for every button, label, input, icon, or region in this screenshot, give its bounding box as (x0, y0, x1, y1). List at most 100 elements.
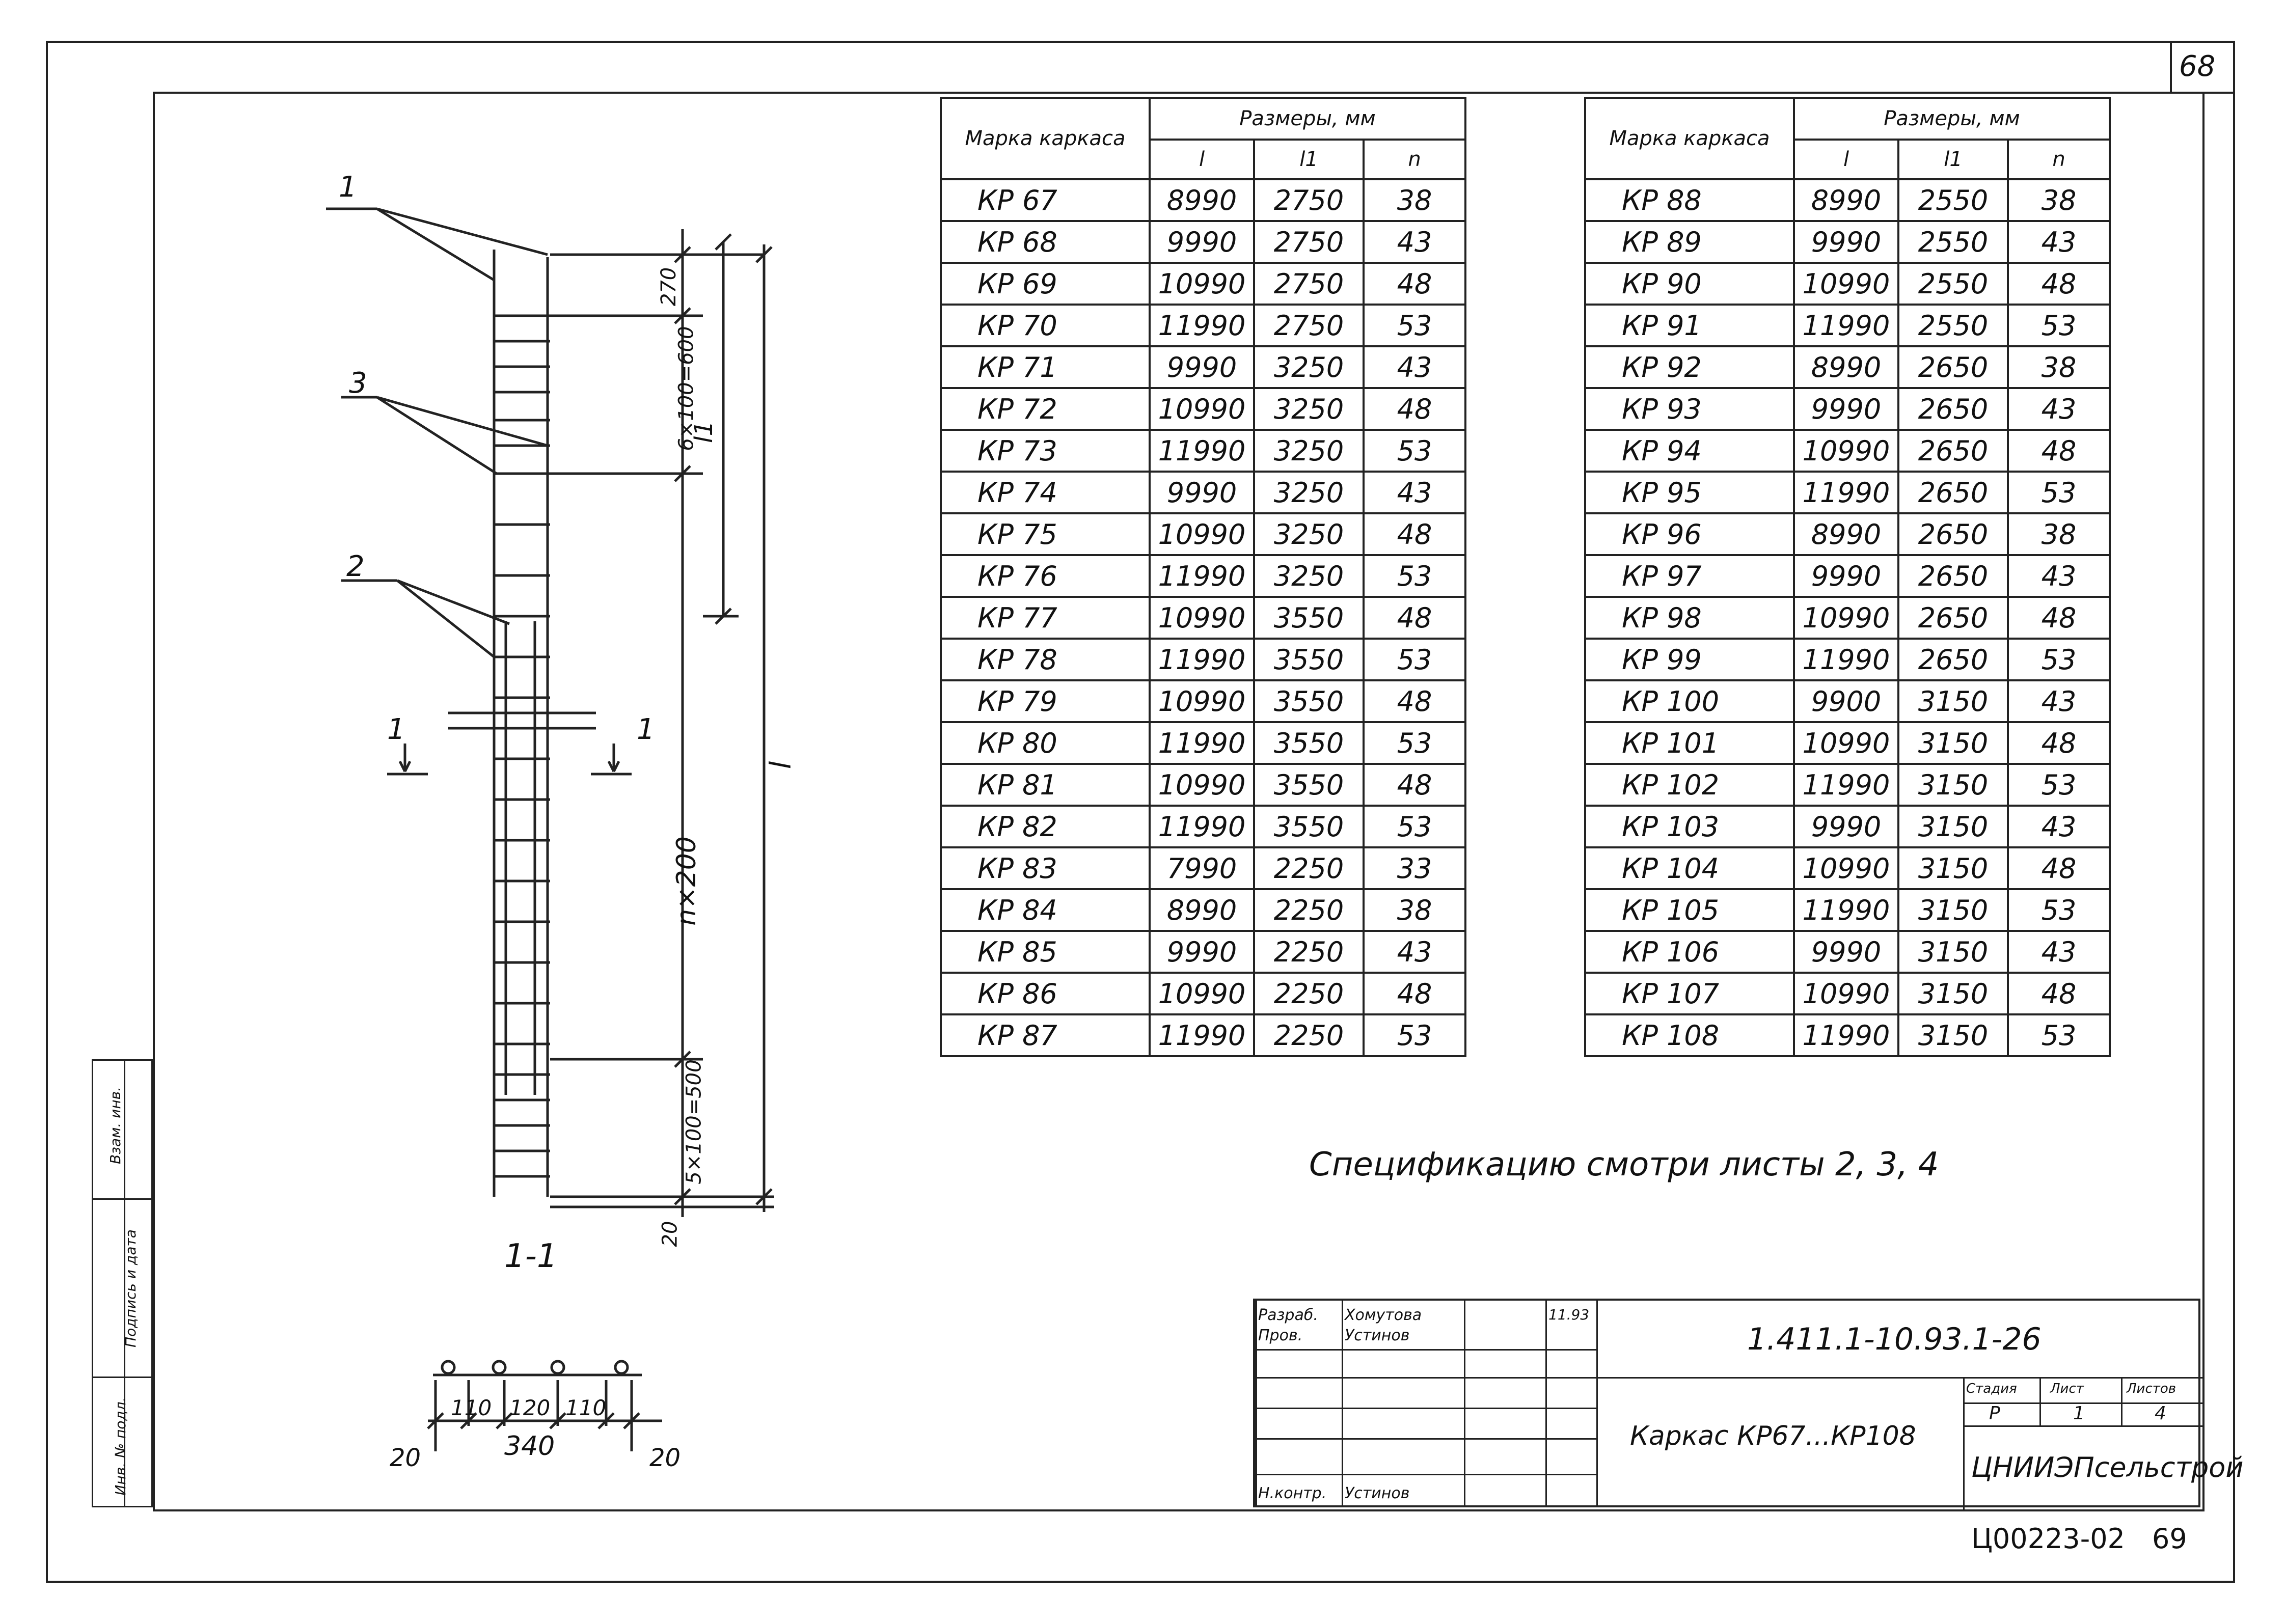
cell-n: 53 (1363, 721, 1466, 765)
cell-l1: 3250 (1253, 345, 1365, 389)
cell-n: 48 (1363, 972, 1466, 1015)
date: 11.93 (1548, 1306, 1590, 1323)
cell-l: 10990 (1793, 721, 1899, 765)
cell-mark: КР 108 (1584, 1013, 1795, 1057)
cell-l1: 3550 (1253, 638, 1365, 681)
cell-l1: 3250 (1253, 471, 1365, 514)
table-right-header-mark: Марка каркаса (1584, 97, 1795, 180)
dim-110-b: 110 (565, 1395, 607, 1420)
cell-l1: 3550 (1253, 721, 1365, 765)
table-left-header-sizes: Размеры, мм (1149, 97, 1466, 141)
cell-l: 11990 (1149, 638, 1255, 681)
cell-n: 53 (2007, 763, 2111, 807)
cell-l: 9990 (1149, 471, 1255, 514)
side-stamp-vzam: Взам. инв. (107, 1086, 124, 1165)
cell-l1: 3150 (1897, 888, 2009, 932)
cell-mark: КР 89 (1584, 220, 1795, 264)
cell-n: 38 (2007, 345, 2111, 389)
cell-mark: КР 77 (940, 596, 1151, 640)
cell-l1: 3150 (1897, 846, 2009, 890)
name-checked: Устинов (1345, 1327, 1410, 1344)
cell-n: 38 (1363, 888, 1466, 932)
cell-l: 10990 (1793, 846, 1899, 890)
side-stamp (92, 1059, 153, 1507)
cell-mark: КР 99 (1584, 638, 1795, 681)
sheet-number: 68 (2179, 50, 2216, 83)
cell-l: 9990 (1149, 220, 1255, 264)
cell-mark: КР 74 (940, 471, 1151, 514)
cell-mark: КР 79 (940, 679, 1151, 723)
cell-mark: КР 107 (1584, 972, 1795, 1015)
cell-l1: 3150 (1897, 679, 2009, 723)
cell-mark: КР 101 (1584, 721, 1795, 765)
title-block (1253, 1299, 2202, 1509)
cell-n: 48 (1363, 679, 1466, 723)
cell-l: 10990 (1793, 596, 1899, 640)
cell-l1: 2750 (1253, 262, 1365, 306)
organization: ЦНИИЭПсельстрой (1971, 1451, 2244, 1483)
callout-2: 2 (346, 550, 365, 583)
cell-l: 11990 (1149, 429, 1255, 473)
cell-l: 11990 (1793, 638, 1899, 681)
cell-l: 9990 (1793, 554, 1899, 598)
cell-mark: КР 98 (1584, 596, 1795, 640)
cell-n: 48 (1363, 596, 1466, 640)
cell-l1: 2650 (1897, 387, 2009, 431)
cell-l1: 3550 (1253, 763, 1365, 807)
cell-mark: КР 90 (1584, 262, 1795, 306)
cell-mark: КР 84 (940, 888, 1151, 932)
sheet-value: 1 (2073, 1403, 2085, 1424)
cell-mark: КР 104 (1584, 846, 1795, 890)
dim-120: 120 (509, 1395, 551, 1420)
cell-mark: КР 106 (1584, 930, 1795, 974)
table-right-col-l1: l1 (1897, 139, 2009, 180)
cell-l: 11990 (1793, 763, 1899, 807)
cell-n: 48 (1363, 763, 1466, 807)
cell-n: 53 (2007, 638, 2111, 681)
cell-l1: 3150 (1897, 930, 2009, 974)
cell-l1: 3250 (1253, 512, 1365, 556)
cell-n: 48 (2007, 262, 2111, 306)
cell-n: 38 (2007, 178, 2111, 222)
cell-l: 10990 (1149, 596, 1255, 640)
cell-l1: 2250 (1253, 846, 1365, 890)
cell-l: 11990 (1793, 304, 1899, 347)
cell-l: 10990 (1149, 262, 1255, 306)
dim-340: 340 (504, 1431, 555, 1462)
cell-l: 9900 (1793, 679, 1899, 723)
cell-l1: 2650 (1897, 345, 2009, 389)
cell-l: 9990 (1793, 930, 1899, 974)
cell-l1: 3250 (1253, 429, 1365, 473)
dim-20-left: 20 (390, 1444, 421, 1472)
cell-l: 11990 (1149, 304, 1255, 347)
table-right-col-n: n (2007, 139, 2111, 180)
cell-mark: КР 94 (1584, 429, 1795, 473)
drawing-title: Каркас КР67...КР108 (1630, 1421, 1916, 1451)
cage-drawing (326, 207, 774, 1451)
cell-l1: 2250 (1253, 930, 1365, 974)
cell-l: 8990 (1793, 345, 1899, 389)
cell-mark: КР 81 (940, 763, 1151, 807)
cell-n: 53 (1363, 1013, 1466, 1057)
cell-n: 43 (2007, 679, 2111, 723)
role-checked: Пров. (1258, 1327, 1303, 1344)
cell-n: 38 (1363, 178, 1466, 222)
cell-mark: КР 80 (940, 721, 1151, 765)
cell-l: 11990 (1793, 471, 1899, 514)
cell-l: 11990 (1793, 888, 1899, 932)
cell-n: 48 (2007, 972, 2111, 1015)
cell-n: 48 (2007, 846, 2111, 890)
